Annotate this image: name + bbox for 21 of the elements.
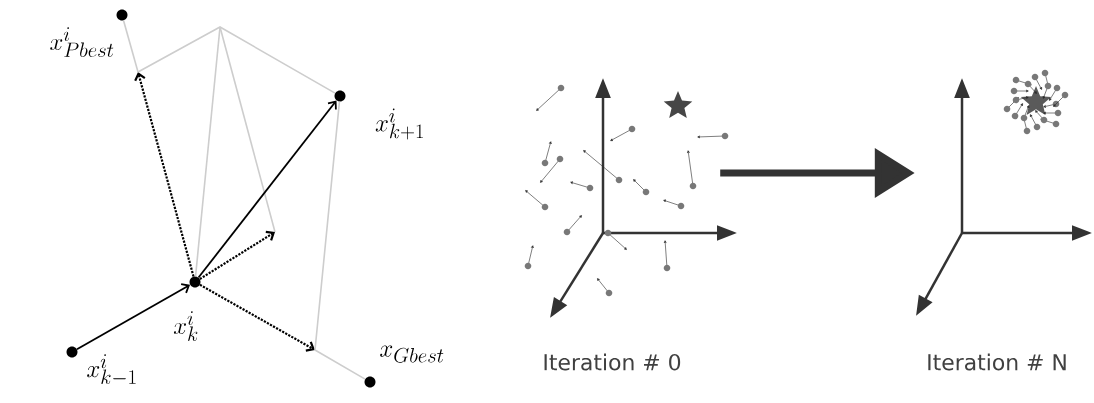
point-label: $x^{i}_{k-1}$: [87, 354, 136, 385]
arrow: [197, 100, 337, 279]
point-label: $x^{i}_{k}$: [173, 311, 198, 341]
point: [189, 276, 201, 288]
point: [66, 346, 78, 358]
arrow: [134, 72, 195, 277]
arrow: [199, 230, 275, 280]
point-label: $x_{Gbest}$: [380, 345, 444, 363]
construction-line: [137, 26, 336, 94]
construction-line: [314, 100, 366, 380]
point-label: $x^{i}_{Pbest}$: [50, 27, 114, 57]
point-label: $x^{i}_{k+1}$: [375, 108, 423, 140]
iteration-label: Iteration # 0: [544, 353, 681, 371]
construction-line: [194, 26, 221, 278]
point: [334, 90, 346, 102]
arrow: [76, 283, 191, 351]
point: [116, 9, 128, 21]
point: [364, 376, 376, 388]
construction-line: [122, 19, 139, 73]
arrow: [199, 283, 315, 352]
iteration-label: Iteration # N: [928, 353, 1066, 371]
